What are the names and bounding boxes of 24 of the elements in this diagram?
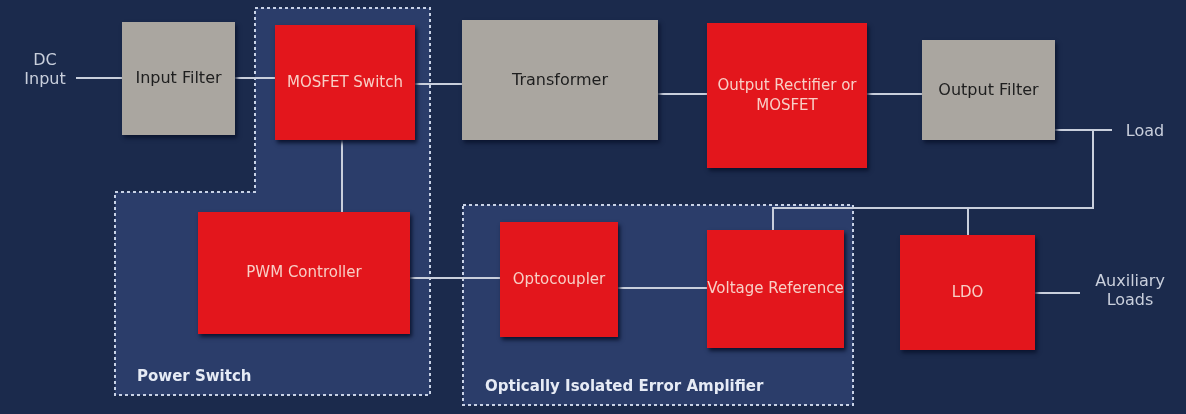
connector-line (409, 277, 501, 279)
process-box: MOSFET Switch (275, 25, 415, 140)
input-label: DC Input (14, 44, 76, 94)
process-box: Transformer (462, 20, 658, 140)
process-box: Voltage Reference (707, 230, 844, 348)
connector-line (1034, 292, 1081, 294)
connector-line (75, 77, 123, 79)
connector-line (617, 287, 708, 289)
output-label: Auxiliary Loads (1080, 262, 1180, 318)
connector-line (657, 93, 708, 95)
output-label: Load (1112, 118, 1178, 144)
connector-line (341, 139, 343, 213)
process-box: PWM Controller (198, 212, 410, 334)
process-box: Optocoupler (500, 222, 618, 337)
connector-line (866, 93, 923, 95)
connector-line (234, 77, 276, 79)
process-box: Output Rectifier or MOSFET (707, 23, 867, 168)
process-box: Input Filter (122, 22, 235, 135)
group-label: Optically Isolated Error Amplifier (485, 377, 764, 395)
connector-line (967, 129, 1094, 236)
process-box: LDO (900, 235, 1035, 350)
group-label: Power Switch (137, 367, 252, 385)
connector-line (414, 83, 463, 85)
process-box: Output Filter (922, 40, 1055, 140)
